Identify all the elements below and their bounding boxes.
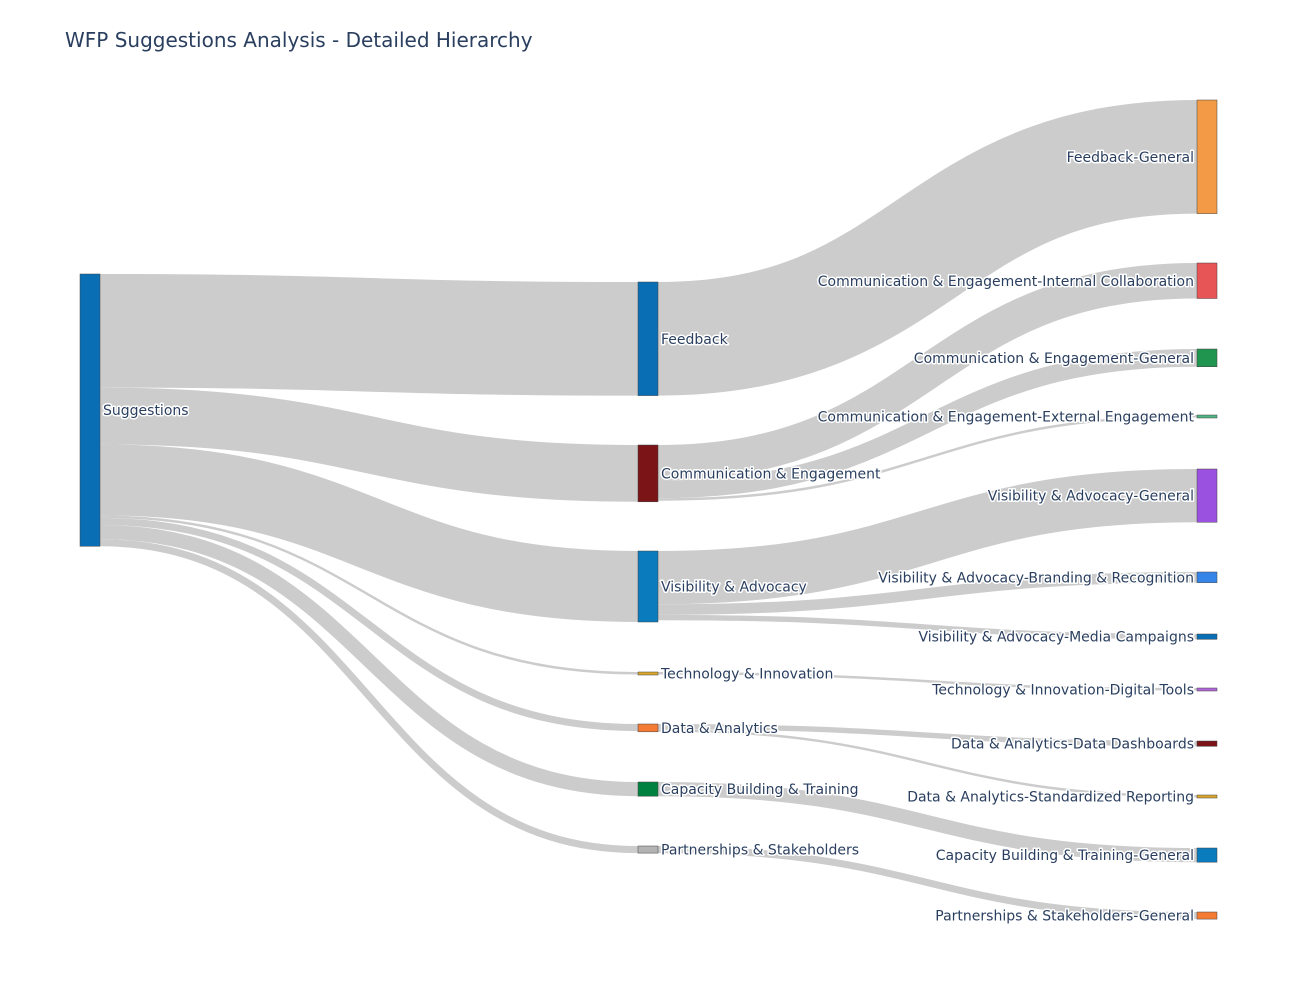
node-partnerships-stakeholders-general[interactable]	[1196, 911, 1218, 920]
node-technology-innovation[interactable]	[637, 671, 659, 676]
node-data-analytics-standardized-reporting[interactable]	[1196, 794, 1218, 799]
link-comm-to-ce_ext[interactable]	[657, 414, 1198, 501]
link-suggestions-to-tech[interactable]	[99, 515, 639, 675]
node-label-capacity-building-training-general: Capacity Building & Training-General	[936, 848, 1194, 864]
node-partnerships-stakeholders[interactable]	[637, 845, 659, 854]
node-feedback-general[interactable]	[1196, 99, 1218, 214]
node-visibility-advocacy-branding-recognition[interactable]	[1196, 571, 1218, 583]
node-label-partnerships-stakeholders: Partnerships & Stakeholders	[661, 843, 859, 859]
node-suggestions[interactable]	[79, 273, 101, 547]
node-data-analytics-data-dashboards[interactable]	[1196, 740, 1218, 747]
node-label-suggestions: Suggestions	[103, 403, 189, 419]
sankey-links	[99, 100, 1198, 920]
node-label-feedback: Feedback	[661, 332, 729, 348]
node-label-capacity-building-training: Capacity Building & Training	[661, 782, 858, 798]
node-label-communication-engagement-internal-collaboration: Communication & Engagement-Internal Coll…	[818, 274, 1194, 290]
link-suggestions-to-vis[interactable]	[99, 444, 639, 622]
node-capacity-building-training[interactable]	[637, 781, 659, 797]
link-data-to-da_std[interactable]	[657, 729, 1198, 798]
link-tech-to-ti_tools[interactable]	[657, 671, 1198, 691]
node-label-communication-engagement-general: Communication & Engagement-General	[914, 351, 1194, 367]
link-cap-to-cb_gen[interactable]	[657, 782, 1198, 863]
node-label-partnerships-stakeholders-general: Partnerships & Stakeholders-General	[935, 909, 1194, 925]
node-feedback[interactable]	[637, 281, 659, 396]
node-label-data-analytics: Data & Analytics	[661, 721, 778, 737]
node-visibility-advocacy-media-campaigns[interactable]	[1196, 633, 1218, 640]
node-label-visibility-advocacy-media-campaigns: Visibility & Advocacy-Media Campaigns	[918, 630, 1194, 646]
chart-title: WFP Suggestions Analysis - Detailed Hier…	[65, 28, 533, 52]
node-label-data-analytics-data-dashboards: Data & Analytics-Data Dashboards	[951, 737, 1194, 753]
node-visibility-advocacy-general[interactable]	[1196, 468, 1218, 523]
link-suggestions-to-data[interactable]	[99, 517, 639, 732]
link-part-to-ps_gen[interactable]	[657, 846, 1198, 920]
link-vis-to-va_gen[interactable]	[657, 469, 1198, 605]
node-label-technology-innovation-digital-tools: Technology & Innovation-Digital Tools	[931, 683, 1194, 699]
node-label-visibility-advocacy: Visibility & Advocacy	[661, 580, 807, 596]
node-communication-engagement-internal-collaboration[interactable]	[1196, 262, 1218, 299]
node-label-data-analytics-standardized-reporting: Data & Analytics-Standardized Reporting	[907, 790, 1194, 806]
node-visibility-advocacy[interactable]	[637, 550, 659, 623]
link-comm-to-ce_gen[interactable]	[657, 349, 1198, 499]
sankey-nodes	[79, 99, 1218, 920]
node-communication-engagement-external-engagement[interactable]	[1196, 414, 1218, 419]
link-vis-to-va_brand[interactable]	[657, 572, 1198, 615]
node-data-analytics[interactable]	[637, 723, 659, 733]
node-label-feedback-general: Feedback-General	[1067, 150, 1194, 166]
node-technology-innovation-digital-tools[interactable]	[1196, 687, 1218, 692]
link-data-to-da_dash[interactable]	[657, 723, 1198, 747]
node-label-visibility-advocacy-general: Visibility & Advocacy-General	[988, 489, 1194, 505]
node-capacity-building-training-general[interactable]	[1196, 847, 1218, 863]
link-suggestions-to-cap[interactable]	[99, 524, 639, 797]
link-feedback-to-fb_gen[interactable]	[657, 100, 1198, 396]
node-label-communication-engagement: Communication & Engagement	[661, 466, 881, 482]
link-comm-to-ce_int[interactable]	[657, 263, 1198, 481]
node-communication-engagement[interactable]	[637, 444, 659, 503]
link-suggestions-to-feedback[interactable]	[99, 274, 639, 396]
link-vis-to-va_media[interactable]	[657, 614, 1198, 640]
node-communication-engagement-general[interactable]	[1196, 348, 1218, 367]
node-label-visibility-advocacy-branding-recognition: Visibility & Advocacy-Branding & Recogni…	[878, 570, 1194, 586]
link-suggestions-to-comm[interactable]	[99, 387, 639, 502]
node-label-technology-innovation: Technology & Innovation	[660, 667, 833, 683]
link-suggestions-to-part[interactable]	[99, 539, 639, 854]
node-label-communication-engagement-external-engagement: Communication & Engagement-External Enga…	[818, 410, 1195, 426]
